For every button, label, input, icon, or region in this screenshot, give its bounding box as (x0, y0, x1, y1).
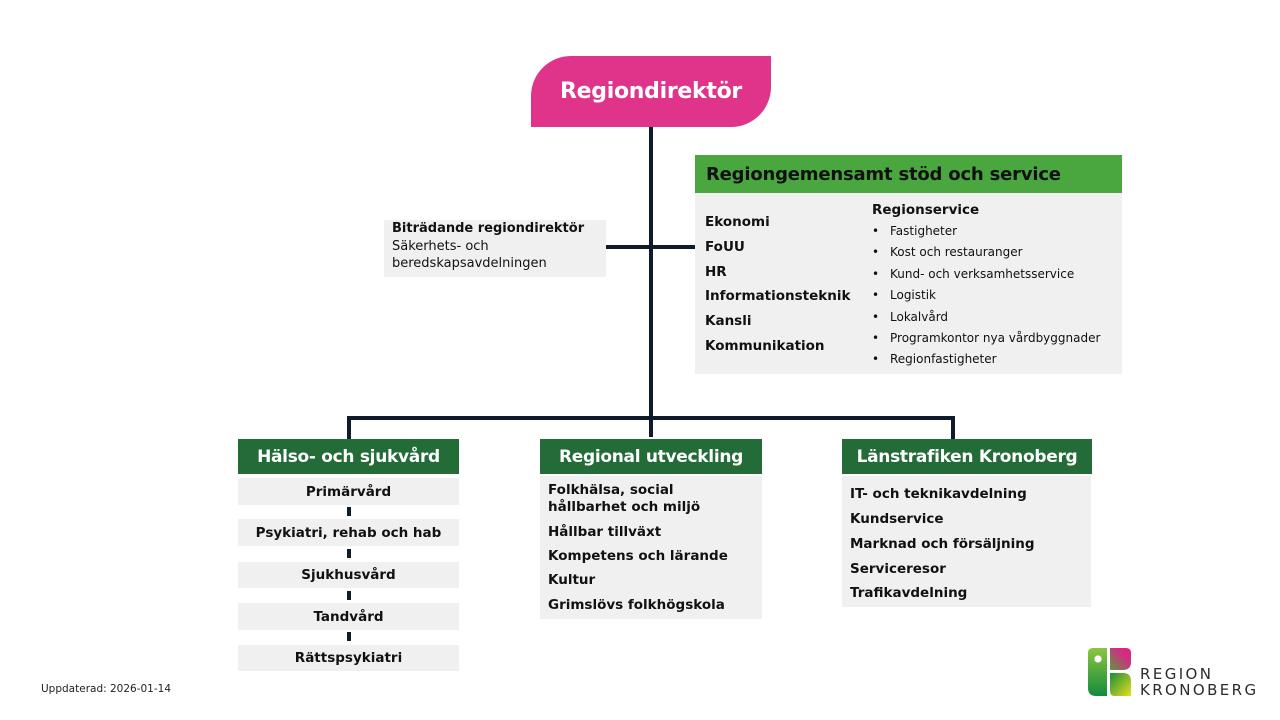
support-department: FoUU (705, 238, 745, 255)
unit-connector (347, 591, 351, 600)
right-branch-drop (951, 416, 955, 439)
logo-line-2: KRONOBERG (1140, 681, 1259, 699)
regionservice-item: • Lokalvård (872, 310, 1100, 331)
unit-label: IT- och teknikavdelning (850, 486, 1027, 502)
bullet-icon: • (872, 266, 880, 281)
unit-box: Tandvård (238, 603, 459, 630)
logo-line-1: REGION (1140, 665, 1214, 683)
regionservice-item-label: Lokalvård (890, 309, 949, 324)
column-header-halso-och-sjukvard: Hälso- och sjukvård (238, 439, 459, 474)
deputy-box: Biträdande regiondirektör Säkerhets- och… (384, 220, 606, 277)
support-title: Regiongemensamt stöd och service (706, 163, 1061, 185)
regionservice-item-label: Logistik (890, 288, 937, 303)
column-header-regional-utveckling: Regional utveckling (540, 439, 762, 474)
left-branch-drop (347, 416, 351, 439)
bullet-icon: • (872, 309, 880, 324)
unit-label: Hållbar tillväxt (548, 524, 662, 540)
regionservice-item: • Fastigheter (872, 224, 1100, 245)
regionservice-item: • Programkontor nya vårdbyggnader (872, 331, 1100, 352)
unit-label: Kultur (548, 572, 596, 588)
region-kronoberg-logo-icon (1088, 648, 1131, 696)
regionservice-item: • Kund- och verksamhetsservice (872, 267, 1100, 288)
unit-label: Primärvård (305, 483, 392, 500)
support-header: Regiongemensamt stöd och service (695, 155, 1122, 193)
regiondirektor-title: Regiondirektör (560, 79, 742, 104)
support-department: Informationsteknik (705, 288, 851, 305)
column-title: Hälso- och sjukvård (257, 446, 440, 467)
unit-label: Sjukhusvård (301, 567, 396, 583)
regionservice-item-label: Regionfastigheter (890, 352, 997, 367)
unit-connector (347, 549, 351, 558)
regionservice-item: • Logistik (872, 288, 1100, 309)
unit-box: Sjukhusvård (238, 562, 459, 588)
unit-box: Rättspsykiatri (238, 645, 459, 671)
unit-connector (347, 507, 351, 516)
unit-label: Kompetens och lärande (548, 548, 728, 564)
regionservice-item-label: Kund- och verksamhetsservice (890, 266, 1075, 281)
regionservice-title: Regionservice (872, 202, 980, 218)
regional-utveckling-units: Folkhälsa, social hållbarhet och miljö H… (540, 476, 762, 619)
support-department: Ekonomi (705, 214, 770, 230)
bullet-icon: • (872, 330, 880, 345)
unit-label: Serviceresor (850, 561, 946, 577)
deputy-subtitle: Säkerhets- och beredskapsavdelningen (392, 239, 547, 271)
bullet-icon: • (872, 245, 880, 260)
regionservice-block: Regionservice • Fastigheter • Kost och res… (872, 202, 1100, 374)
support-connector (651, 245, 695, 249)
unit-label: Trafikavdelning (850, 585, 968, 601)
column-title: Länstrafiken Kronoberg (856, 446, 1078, 467)
deputy-title: Biträdande regiondirektör (392, 221, 585, 236)
regionservice-item: • Regionfastigheter (872, 352, 1100, 373)
bullet-icon: • (872, 224, 880, 238)
support-department: HR (705, 263, 727, 280)
unit-label: Kundservice (850, 511, 944, 527)
support-body: Ekonomi FoUU HR Informationsteknik Kansl… (695, 193, 1122, 374)
unit-label: Grimslövs folkhögskola (548, 597, 725, 613)
region-kronoberg-logo: REGION KRONOBERG (1088, 648, 1259, 698)
deputy-connector (606, 245, 651, 249)
regionservice-item-label: Kost och restauranger (890, 245, 1023, 260)
regiondirektor-box: Regiondirektör (531, 56, 771, 127)
bullet-icon: • (872, 352, 880, 367)
unit-label: Tandvård (313, 608, 384, 625)
lanstrafiken-units: IT- och teknikavdelning Kundservice Mark… (842, 476, 1091, 607)
regionservice-item-label: Fastigheter (890, 224, 958, 238)
regionservice-item: • Kost och restauranger (872, 245, 1100, 266)
unit-box: Psykiatri, rehab och hab (238, 519, 459, 546)
unit-label: Marknad och försäljning (850, 536, 1035, 552)
unit-connector (347, 632, 351, 641)
bullet-icon: • (872, 288, 880, 303)
regionservice-item-label: Programkontor nya vårdbyggnader (890, 330, 1101, 345)
column-header-lanstrafiken-kronoberg: Länstrafiken Kronoberg (842, 439, 1092, 474)
support-department: Kommunikation (705, 337, 825, 354)
column-title: Regional utveckling (558, 446, 744, 467)
support-department: Kansli (705, 313, 752, 330)
main-vertical-connector (649, 127, 653, 437)
regionservice-list: • Fastigheter • Kost och restauranger • Kun… (872, 224, 1100, 374)
unit-box: Primärvård (238, 478, 459, 505)
updated-date: Uppdaterad: 2026-01-14 (41, 683, 172, 695)
horizontal-branch-connector (347, 416, 955, 420)
unit-label: Folkhälsa, social hållbarhet och miljö (548, 482, 701, 515)
unit-label: Psykiatri, rehab och hab (255, 524, 442, 541)
logo-wordmark: REGION KRONOBERG (1140, 666, 1259, 698)
support-departments: Ekonomi FoUU HR Informationsteknik Kansl… (705, 213, 850, 362)
unit-label: Rättspsykiatri (294, 650, 403, 666)
